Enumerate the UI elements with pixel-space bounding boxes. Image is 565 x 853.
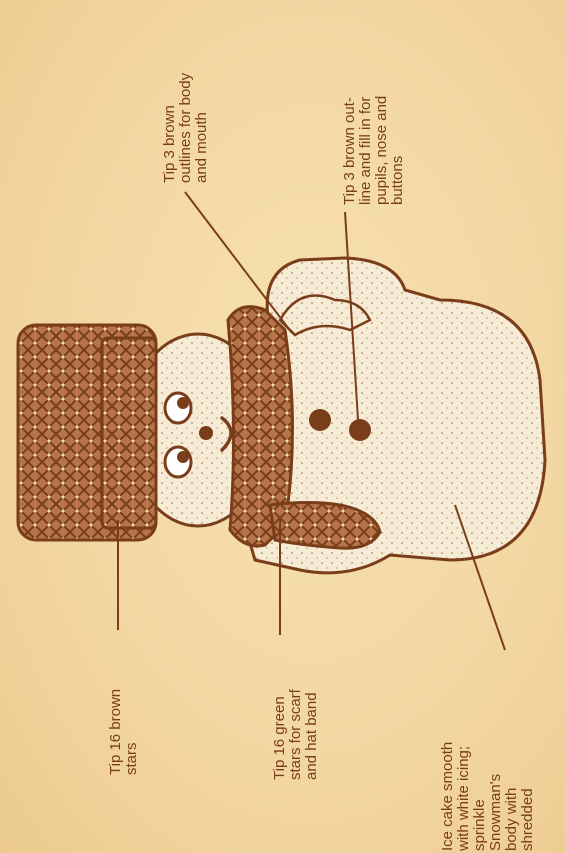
label-brown-stars: Tip 16 brown stars — [108, 689, 140, 775]
button-lower — [349, 419, 371, 441]
left-eye — [165, 393, 191, 423]
hat-band — [102, 338, 156, 528]
label-outlines: Tip 3 brown outlines for body and mouth — [162, 73, 210, 183]
right-eye — [165, 447, 191, 477]
label-green-stars: Tip 16 green stars for scarf and hat ban… — [272, 689, 320, 780]
button-upper — [309, 409, 331, 431]
nose — [199, 426, 213, 440]
label-pupils: Tip 3 brown out- line and fill in for pu… — [342, 96, 406, 205]
label-ice-cake: Ice cake smooth with white icing; sprink… — [440, 742, 536, 851]
